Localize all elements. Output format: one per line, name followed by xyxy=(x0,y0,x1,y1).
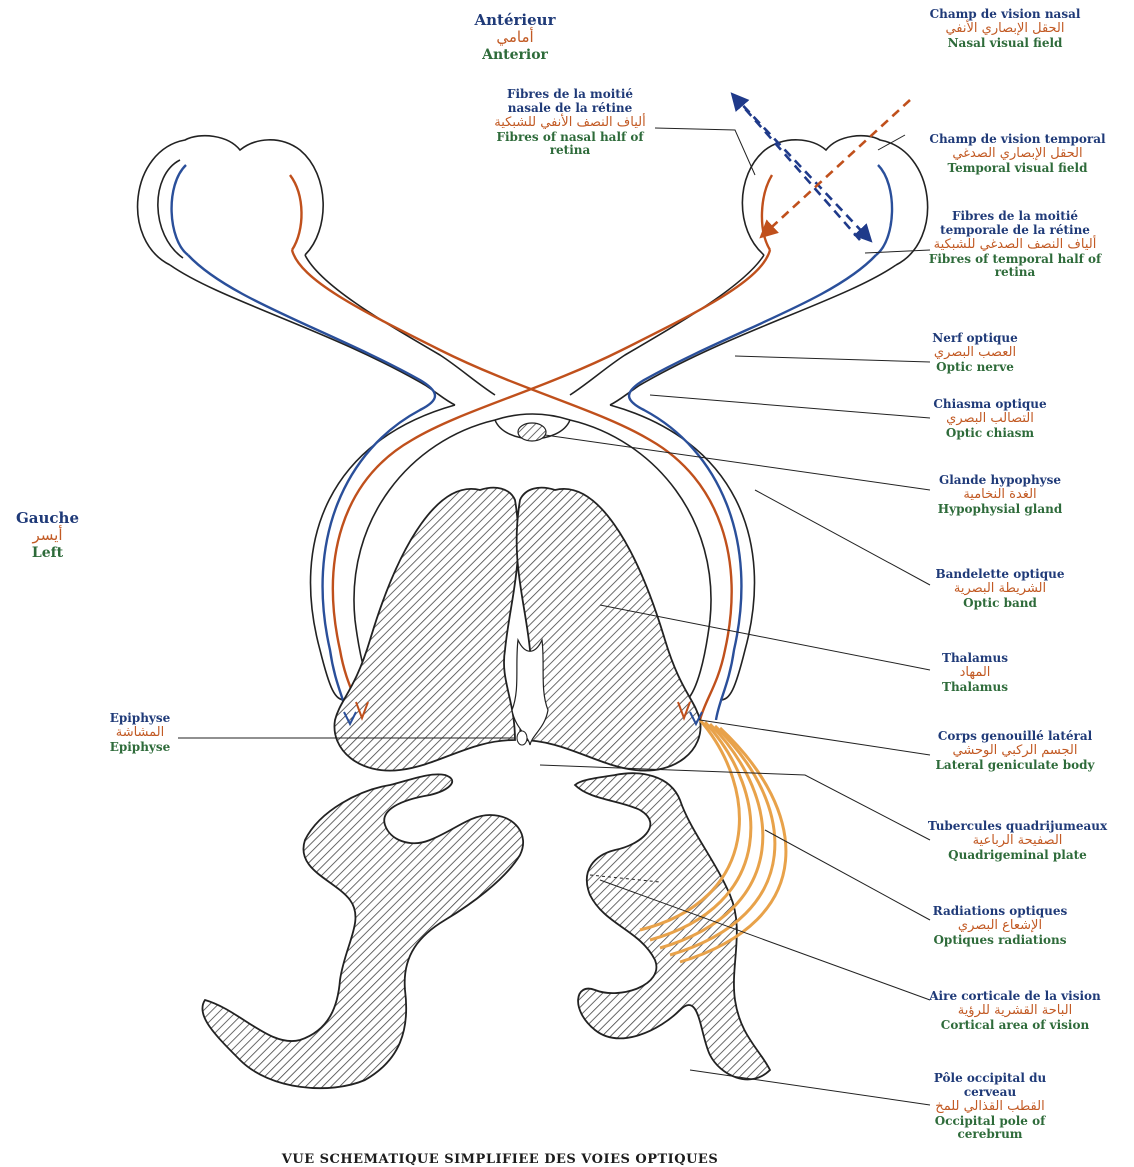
optic-band-label: Bandelette optique الشريطة البصرية Optic… xyxy=(920,568,1080,611)
nasal-fibres-en: Fibres of nasal half of retina xyxy=(490,131,650,159)
left-occipital-lobe xyxy=(202,774,523,1088)
cortical-area-ar: الباحة القشرية للرؤية xyxy=(915,1004,1115,1019)
epiphyse-ar: المشاشة xyxy=(95,726,185,741)
figure-caption: VUE SCHEMATIQUE SIMPLIFIEE DES VOIES OPT… xyxy=(220,1152,780,1167)
left-retina-orange xyxy=(290,175,302,250)
cortical-area-fr: Aire corticale de la vision xyxy=(915,990,1115,1004)
temporal-fibres-label: Fibres de la moitié temporale de la réti… xyxy=(925,210,1105,280)
epiphyse-shape xyxy=(517,731,527,745)
optic-band-en: Optic band xyxy=(920,597,1080,611)
hypophysis-shape xyxy=(495,420,570,441)
left-ar: أيسر xyxy=(5,527,90,544)
lgb-label: Corps genouillé latéral الجسم الركبي الو… xyxy=(915,730,1115,773)
radiations-fr: Radiations optiques xyxy=(920,905,1080,919)
radiations-label: Radiations optiques الإشعاع البصري Optiq… xyxy=(920,905,1080,948)
lgb-ar: الجسم الركبي الوحشي xyxy=(915,744,1115,759)
radiations-en: Optiques radiations xyxy=(920,934,1080,948)
temporal-fibres-ar: ألياف النصف الصدغي للشبكية xyxy=(925,238,1105,253)
optic-nerve-label: Nerf optique العصب البصري Optic nerve xyxy=(915,332,1035,375)
temporal-field-arrow xyxy=(762,100,910,236)
nasal-field-label: Champ de vision nasal الحقل الإبصاري الأ… xyxy=(905,8,1105,51)
quadrigeminal-label: Tubercules quadrijumeaux الصفيحة الرباعي… xyxy=(915,820,1120,863)
occipital-pole-fr: Pôle occipital du cerveau xyxy=(925,1072,1055,1100)
radiations-ar: الإشعاع البصري xyxy=(920,919,1080,934)
quadrigeminal-fr: Tubercules quadrijumeaux xyxy=(915,820,1120,834)
thalamus-left xyxy=(334,488,518,771)
optic-nerve-ar: العصب البصري xyxy=(915,346,1035,361)
thalamus-shape xyxy=(334,488,700,771)
hypophysis-fr: Glande hypophyse xyxy=(920,474,1080,488)
nasal-fibres-fr: Fibres de la moitié nasale de la rétine xyxy=(490,88,650,116)
nasal-fibres-ar: ألياف النصف الأنفي للشبكية xyxy=(490,116,650,131)
cortical-area-label: Aire corticale de la vision الباحة القشر… xyxy=(915,990,1115,1033)
optic-chiasm-fr: Chiasma optique xyxy=(920,398,1060,412)
temporal-field-en: Temporal visual field xyxy=(915,162,1120,176)
right-eye-outline xyxy=(742,136,927,265)
optic-chiasm-en: Optic chiasm xyxy=(920,427,1060,441)
lgb-en: Lateral geniculate body xyxy=(915,759,1115,773)
occipital-pole-en: Occipital pole of cerebrum xyxy=(925,1115,1055,1143)
anterior-ar: أمامي xyxy=(440,29,590,46)
chiasm-top-line xyxy=(495,414,570,420)
optic-nerve-fr: Nerf optique xyxy=(915,332,1035,346)
temporal-fibres-fr: Fibres de la moitié temporale de la réti… xyxy=(925,210,1105,238)
cortical-area-en: Cortical area of vision xyxy=(915,1019,1115,1033)
optic-band-fr: Bandelette optique xyxy=(920,568,1080,582)
thalamus-right xyxy=(517,488,701,771)
quadrigeminal-en: Quadrigeminal plate xyxy=(915,849,1120,863)
optic-band-ar: الشريطة البصرية xyxy=(920,582,1080,597)
temporal-field-fr: Champ de vision temporal xyxy=(915,133,1120,147)
thalamus-label: Thalamus المهاد Thalamus xyxy=(920,652,1030,695)
optic-nerve-en: Optic nerve xyxy=(915,361,1035,375)
anterior-fr: Antérieur xyxy=(440,12,590,29)
anterior-label: Antérieur أمامي Anterior xyxy=(440,12,590,63)
right-nerve-inner xyxy=(570,255,764,395)
nasal-fibres-label: Fibres de la moitié nasale de la rétine … xyxy=(490,88,650,158)
optic-chiasm-label: Chiasma optique التصالب البصري Optic chi… xyxy=(920,398,1060,441)
anterior-en: Anterior xyxy=(440,47,590,63)
hypophysis-ar: الغدة النخامية xyxy=(920,488,1080,503)
left-en: Left xyxy=(5,545,90,561)
epiphyse-en: Epiphyse xyxy=(95,741,185,755)
occipital-pole-ar: القطب القذالي للمخ xyxy=(925,1100,1055,1115)
left-fr: Gauche xyxy=(5,510,90,527)
temporal-field-label: Champ de vision temporal الحقل الإبصاري … xyxy=(915,133,1120,176)
occipital-cortex xyxy=(202,773,770,1088)
temporal-field-ar: الحقل الإبصاري الصدغي xyxy=(915,147,1120,162)
nasal-field-en: Nasal visual field xyxy=(905,37,1105,51)
left-retina-blue xyxy=(172,165,188,255)
nasal-field-arrow-in xyxy=(733,95,870,240)
right-retina-orange xyxy=(762,175,772,250)
right-retina-blue xyxy=(876,165,892,255)
hypophysis-label: Glande hypophyse الغدة النخامية Hypophys… xyxy=(920,474,1080,517)
hypophysis-en: Hypophysial gland xyxy=(920,503,1080,517)
epiphyse-fr: Epiphyse xyxy=(95,712,185,726)
left-nerve-inner xyxy=(305,255,495,395)
lgb-fr: Corps genouillé latéral xyxy=(915,730,1115,744)
nasal-field-fr: Champ de vision nasal xyxy=(905,8,1105,22)
nasal-field-ar: الحقل الإبصاري الأنفي xyxy=(905,22,1105,37)
thalamus-ar: المهاد xyxy=(920,666,1030,681)
epiphyse-label: Epiphyse المشاشة Epiphyse xyxy=(95,712,185,755)
thalamus-en: Thalamus xyxy=(920,681,1030,695)
thalamus-fr: Thalamus xyxy=(920,652,1030,666)
quadrigeminal-ar: الصفيحة الرباعية xyxy=(915,834,1120,849)
optic-chiasm-ar: التصالب البصري xyxy=(920,412,1060,427)
occipital-pole-label: Pôle occipital du cerveau القطب القذالي … xyxy=(925,1072,1055,1142)
temporal-fibres-en: Fibres of temporal half of retina xyxy=(925,253,1105,281)
left-label: Gauche أيسر Left xyxy=(5,510,90,561)
